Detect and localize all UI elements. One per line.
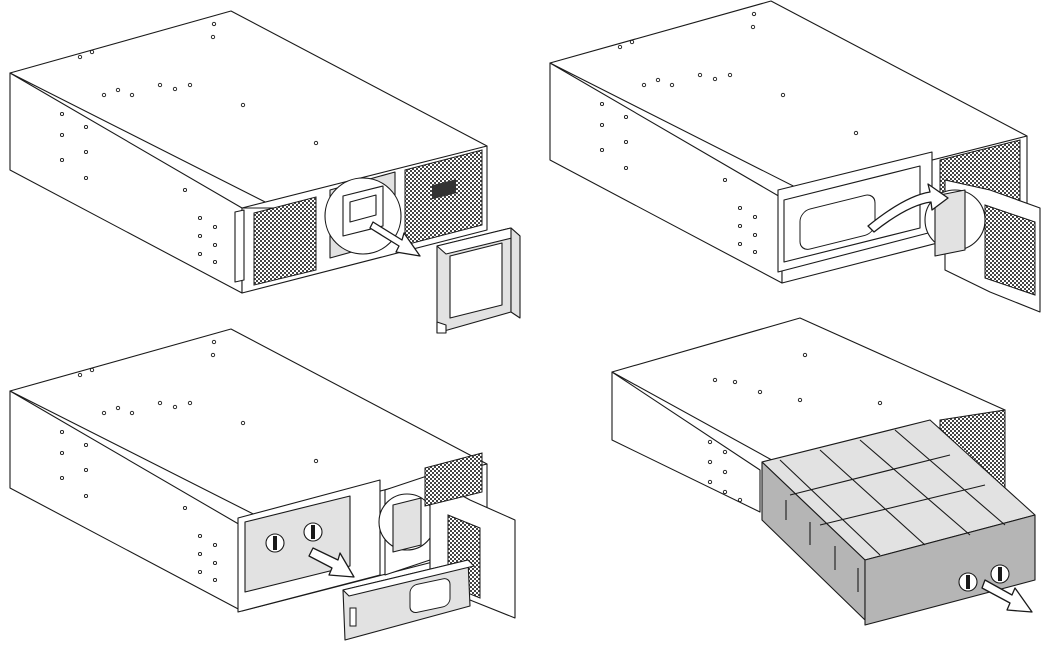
swing-arrow <box>867 183 949 233</box>
remove-arrow <box>369 221 421 257</box>
step-2-swing-display-open <box>549 0 1041 313</box>
step-4-pull-out-battery-tray <box>611 317 1036 626</box>
front-cover <box>436 227 521 334</box>
step-1-remove-front-cover <box>9 10 521 334</box>
remove-door-arrow <box>308 547 355 578</box>
battery-door <box>342 559 475 641</box>
pull-tray-arrow <box>981 579 1033 613</box>
step-3-remove-battery-door <box>9 328 516 641</box>
battery-tray <box>761 419 1036 626</box>
display-panel-open <box>924 179 1041 313</box>
